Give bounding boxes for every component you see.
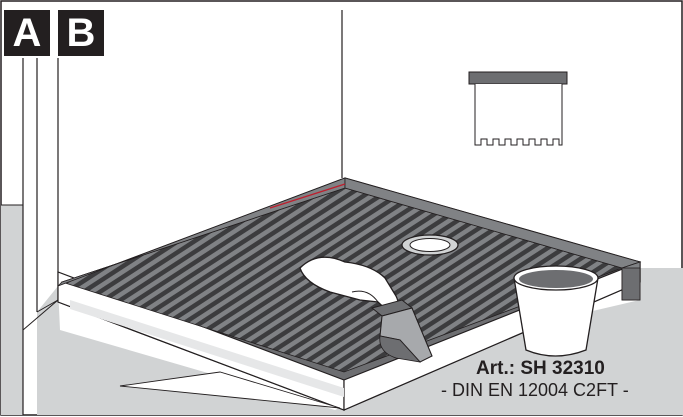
panel-b-label: B: [58, 10, 104, 56]
notched-trowel-icon: [469, 72, 567, 145]
panel-a-label: A: [4, 10, 50, 56]
article-number: Art.: SH 32310: [476, 358, 605, 380]
adhesive-bucket-icon: [514, 266, 598, 356]
floor-drain-icon: [402, 235, 458, 255]
norm-standard: - DIN EN 12004 C2FT -: [441, 380, 629, 401]
